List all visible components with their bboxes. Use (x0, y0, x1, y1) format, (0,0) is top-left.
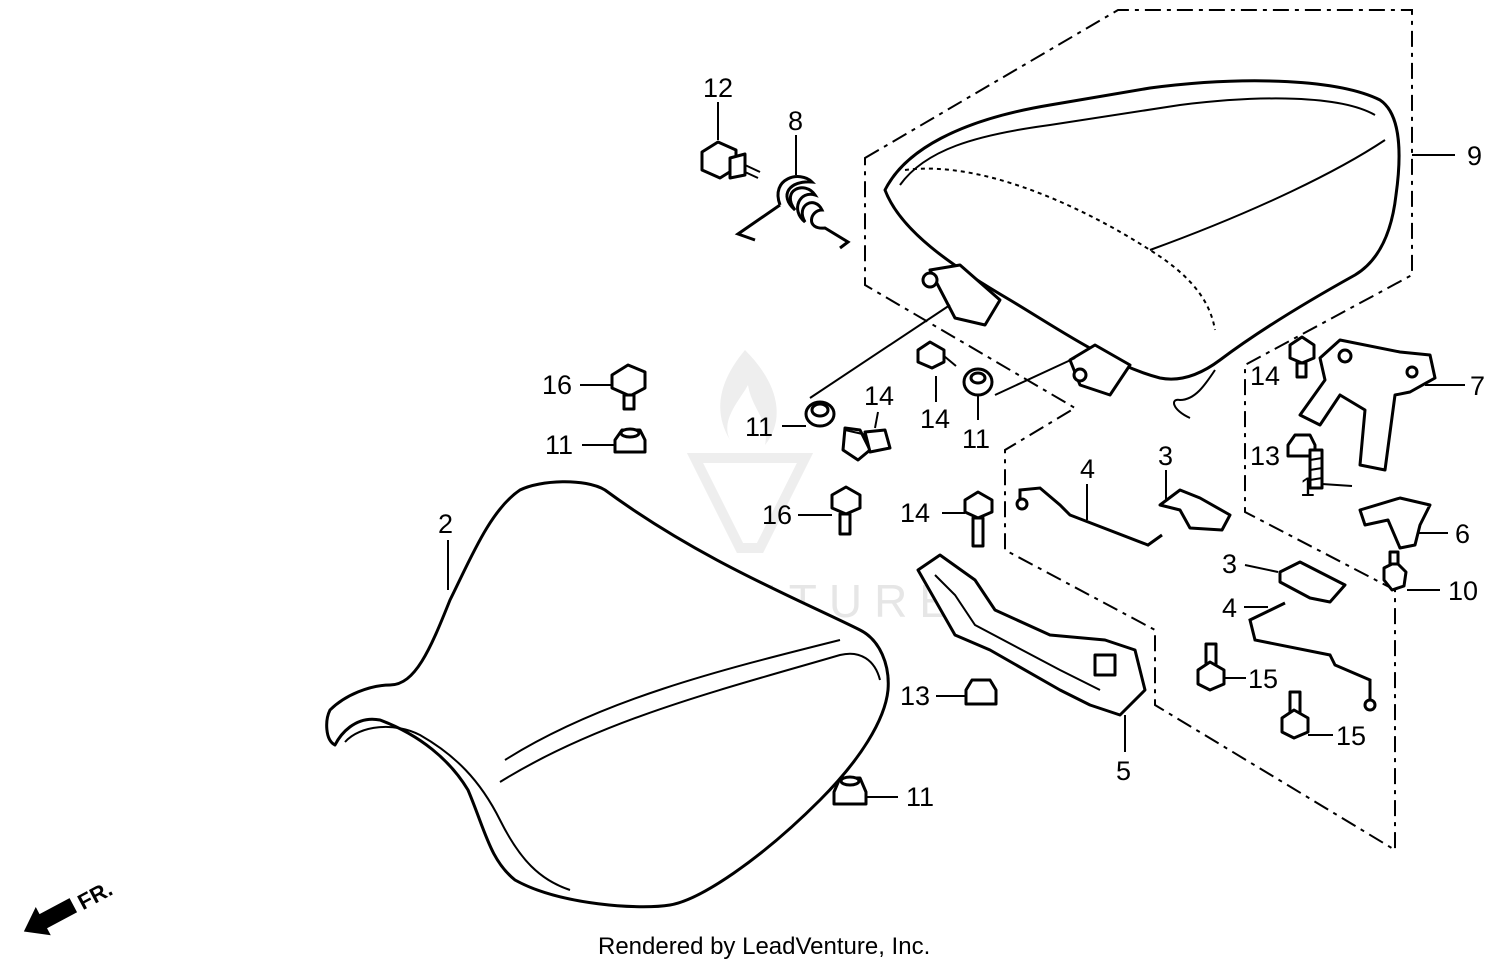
bolt-14-lower (963, 490, 994, 548)
callout-5: 5 (1116, 756, 1131, 786)
callout-13-upper: 13 (1250, 441, 1280, 471)
bolt-16-upper (610, 363, 647, 411)
v-logo-icon (686, 453, 814, 553)
bolt-15-lower (1280, 690, 1310, 740)
seat-catch-bracket-7 (1298, 338, 1437, 472)
callouts: 12 8 9 16 11 11 14 14 11 14 7 13 1 6 10 … (438, 73, 1485, 812)
rendered-by-credit: Rendered by LeadVenture, Inc. (598, 933, 930, 960)
callout-14-upper-center: 14 (920, 404, 950, 434)
flame-logo-icon (720, 350, 777, 445)
seat-bracket-5 (916, 553, 1147, 717)
bolt-12 (700, 140, 761, 180)
rear-seat-cowl (883, 79, 1401, 419)
nut-11-upper-left (613, 427, 647, 454)
front-label: FR. (73, 876, 116, 915)
front-direction-indicator: FR. (23, 876, 116, 936)
pin-1 (1308, 448, 1324, 490)
callout-11-center: 11 (745, 412, 773, 442)
clip-3-upper (1158, 488, 1232, 532)
spring-8 (734, 175, 851, 250)
stay-6 (1358, 496, 1432, 550)
callout-14-center: 14 (864, 381, 894, 411)
nut-13-lower (964, 678, 998, 706)
callout-4-upper: 4 (1080, 454, 1095, 484)
front-seat (325, 480, 890, 909)
callout-14-right: 14 (1250, 361, 1280, 391)
grommet-11-center (804, 400, 836, 428)
bolt-14-upper-center (916, 340, 957, 370)
bolt-14-right (1288, 335, 1316, 379)
callout-15-lower: 15 (1336, 721, 1366, 751)
callout-16-upper: 16 (542, 370, 572, 400)
screw-10 (1382, 550, 1408, 592)
callout-3-lower: 3 (1222, 549, 1237, 579)
callout-15-upper: 15 (1248, 664, 1278, 694)
grommet-11-upper-center (962, 367, 994, 397)
callout-10: 10 (1448, 576, 1478, 606)
callout-9: 9 (1467, 141, 1482, 171)
callout-8: 8 (788, 106, 803, 136)
callout-11-lower: 11 (906, 782, 934, 812)
callout-12: 12 (703, 73, 733, 103)
callout-2: 2 (438, 509, 453, 539)
callout-11-upper-center: 11 (962, 424, 990, 454)
cable-4-upper (1015, 486, 1163, 547)
callout-6: 6 (1455, 519, 1470, 549)
nut-13-upper (1286, 433, 1317, 458)
assembly-outline-9 (864, 9, 1413, 852)
bolt-16-lower (830, 485, 862, 536)
callout-14-lower: 14 (900, 498, 930, 528)
bolt-15-upper (1196, 642, 1226, 692)
callout-1: 1 (1300, 472, 1315, 502)
callout-13-lower: 13 (900, 681, 930, 711)
front-arrow-icon (23, 898, 78, 936)
callout-4-lower: 4 (1222, 593, 1237, 623)
callout-16-lower: 16 (762, 500, 792, 530)
leader-lines (447, 102, 1465, 798)
callout-11-upper-left: 11 (545, 430, 573, 460)
callout-7: 7 (1470, 371, 1485, 401)
clip-3-lower (1278, 560, 1347, 604)
bolt-14-center (841, 426, 892, 462)
cable-4-lower (1248, 601, 1377, 712)
callout-3-upper: 3 (1158, 441, 1173, 471)
